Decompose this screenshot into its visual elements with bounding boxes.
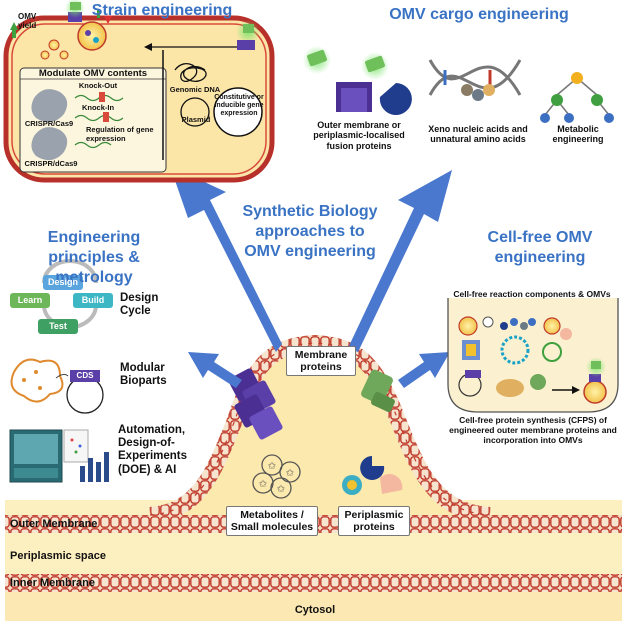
label-modulate-omv: Modulate OMV contents: [38, 68, 148, 79]
yield-omv-icon: [77, 21, 107, 51]
design-cycle-graphic: [10, 259, 113, 334]
label-constitutive: Constitutive or inducible gene expressio…: [214, 94, 264, 118]
label-outer-membrane: Outer Membrane: [10, 518, 98, 530]
periplasmic-protein-icons: [342, 456, 403, 495]
dcas9-icon: [31, 127, 68, 161]
cytosol-area: [5, 592, 622, 621]
cds-part: [70, 370, 100, 382]
svg-text:✩: ✩: [277, 484, 286, 495]
label-automation: Automation, Design-of-Experiments (DOE) …: [118, 424, 188, 476]
biopart-cell-icon: [10, 358, 104, 414]
label-cds: CDS: [76, 371, 94, 380]
label-inner-membrane: Inner Membrane: [10, 577, 95, 589]
plasmid-icon: [180, 97, 210, 127]
svg-text:✩: ✩: [286, 468, 295, 479]
cargo-fusion-icon: [303, 46, 412, 115]
arrow-to-strain: [170, 166, 282, 352]
purple-membrane-protein: [228, 368, 283, 440]
label-cell-free-components: Cell-free reaction components & OMVs: [453, 289, 611, 299]
svg-text:✩: ✩: [268, 461, 277, 472]
cargo-dna-helix-icon: [428, 59, 522, 101]
svg-text:✩: ✩: [259, 479, 268, 490]
arrow-to-principles: [188, 352, 242, 388]
heading-engineering-principles: Engineering principles & metrology: [47, 229, 141, 286]
label-knockout: Knock-Out: [78, 81, 118, 90]
label-metabolites: Metabolites / Small molecules: [226, 506, 318, 537]
label-plasmid: Plasmid: [181, 115, 211, 124]
label-xeno-nucleic: Xeno nucleic acids and unnatural amino a…: [428, 124, 528, 145]
cellfree-tube: [447, 298, 619, 413]
label-design-cycle: Design Cycle: [120, 292, 159, 318]
label-metabolic: Metabolic engineering: [552, 124, 604, 145]
arrow-to-cargo: [348, 170, 452, 352]
gene-expression-circle: [213, 87, 263, 137]
strain-cell: [3, 0, 275, 183]
label-fusion-proteins: Outer membrane or periplasmic-localised …: [313, 120, 405, 151]
omv-bulge: [150, 343, 490, 515]
heading-cell-free: Cell-free OMV engineering: [487, 229, 593, 266]
green-membrane-protein: [361, 369, 395, 413]
cycle-test-box: [38, 319, 78, 334]
label-genomic-dna: Genomic DNA: [169, 85, 221, 94]
cycle-learn-box: [10, 293, 50, 308]
cargo-metabolic-tree-icon: [540, 72, 614, 123]
label-regulation: Regulation of gene expression: [86, 125, 154, 143]
label-periplasmic-proteins: Periplasmic proteins: [338, 506, 410, 537]
heading-center: Synthetic Biology approaches to OMV engi…: [242, 203, 378, 260]
label-cytosol: Cytosol: [294, 604, 336, 616]
label-crispr-cas9: CRISPR/Cas9: [24, 119, 74, 128]
label-periplasmic-space: Periplasmic space: [10, 550, 107, 562]
heading-omv-cargo: OMV cargo engineering: [389, 6, 569, 23]
label-modular-bioparts: Modular Bioparts: [120, 362, 167, 388]
label-omv-yield: OMV yield: [18, 12, 37, 31]
cycle-design-box: [43, 275, 83, 290]
cycle-build-label: Build: [81, 295, 105, 305]
automation-robot-icon: [9, 429, 109, 483]
metabolite-cluster-icon: ✩ ✩ ✩ ✩: [252, 454, 301, 499]
yield-up-arrow-icon: [10, 22, 18, 38]
heading-strain-engineering: Strain engineering: [91, 2, 233, 19]
label-knockin: Knock-In: [81, 103, 115, 112]
cycle-build-box: [73, 293, 113, 308]
cycle-test-label: Test: [49, 321, 67, 331]
label-crispr-dcas9: CRISPR/dCas9: [24, 159, 78, 168]
arrows: [170, 166, 452, 388]
bulge-membrane: [149, 334, 491, 523]
bar-chart-icon: [80, 466, 85, 482]
label-cfps: Cell-free protein synthesis (CFPS) of en…: [449, 415, 617, 445]
cycle-learn-label: Learn: [17, 295, 43, 305]
label-membrane-proteins: Membrane proteins: [286, 346, 356, 377]
genomic-dna-icon: [174, 63, 207, 82]
cas9-icon: [31, 89, 68, 123]
arrow-to-cellfree: [398, 352, 450, 388]
inner-membrane-band: [5, 574, 622, 592]
cycle-design-label: Design: [47, 277, 78, 287]
